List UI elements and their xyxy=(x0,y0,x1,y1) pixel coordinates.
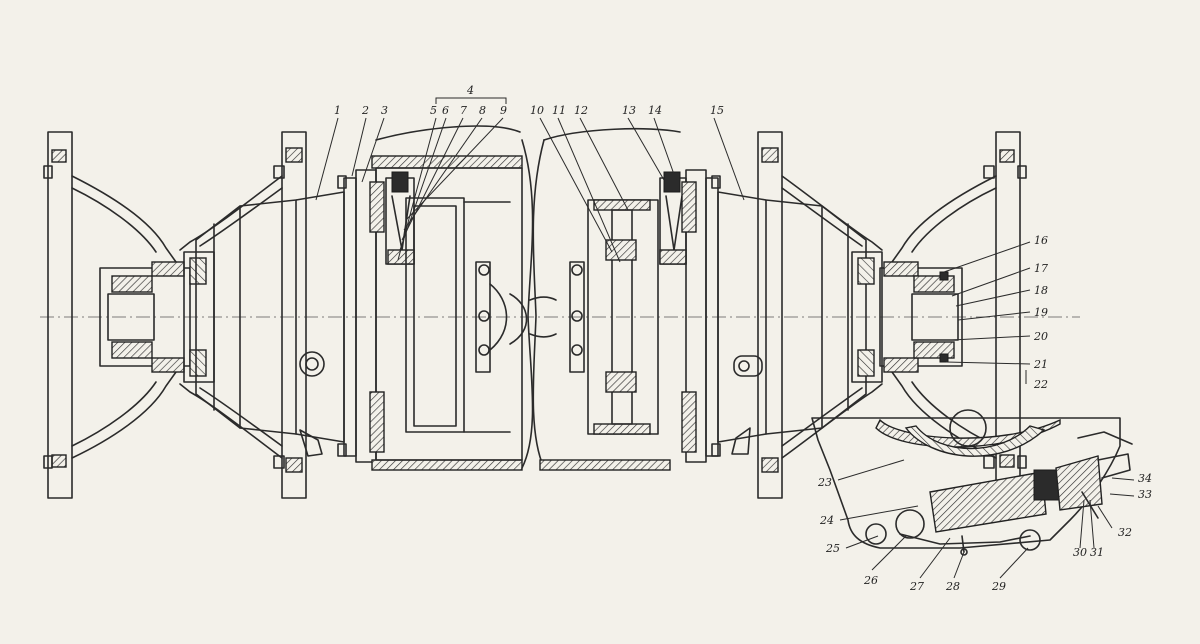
callout-31: 31 xyxy=(1090,546,1104,559)
callout-22: 22 xyxy=(1033,378,1048,391)
right-wheel-assembly xyxy=(757,131,1027,499)
callout-11: 11 xyxy=(552,104,566,117)
callout-23: 23 xyxy=(817,476,832,489)
callout-3: 3 xyxy=(381,104,388,117)
callout-12: 12 xyxy=(574,104,588,117)
callout-28: 28 xyxy=(945,580,960,593)
callout-18: 18 xyxy=(1034,284,1048,297)
callout-34: 34 xyxy=(1138,472,1152,485)
callout-9: 9 xyxy=(500,104,507,117)
callout-24: 24 xyxy=(819,514,834,527)
callout-13: 13 xyxy=(622,104,636,117)
callout-20: 20 xyxy=(1033,330,1048,343)
left-wheel-assembly xyxy=(43,131,307,499)
right-gear-housing xyxy=(539,127,721,471)
callout-4: 4 xyxy=(466,84,474,97)
callout-26: 26 xyxy=(863,574,878,587)
callout-labels: 1 2 3 4 5 6 7 8 9 10 11 12 13 14 15 16 1… xyxy=(334,84,1152,593)
callout-7: 7 xyxy=(460,104,467,117)
callout-29: 29 xyxy=(991,580,1006,593)
callout-6: 6 xyxy=(442,104,449,117)
right-motor-housing xyxy=(717,191,867,455)
callout-27: 27 xyxy=(909,580,924,593)
callout-14: 14 xyxy=(648,104,662,117)
callout-2: 2 xyxy=(361,104,369,117)
callout-1: 1 xyxy=(334,104,341,117)
left-motor-housing xyxy=(195,175,357,457)
callout-16: 16 xyxy=(1034,234,1048,247)
center-coupling xyxy=(521,139,557,469)
callout-15: 15 xyxy=(710,104,724,117)
leader-lines xyxy=(315,97,1135,579)
left-gear-housing xyxy=(355,125,528,471)
callout-10: 10 xyxy=(530,104,544,117)
callout-5: 5 xyxy=(430,104,437,117)
callout-32: 32 xyxy=(1118,526,1132,539)
callout-25: 25 xyxy=(825,542,840,555)
detail-view xyxy=(811,409,1133,556)
callout-30: 30 xyxy=(1073,546,1087,559)
callout-21: 21 xyxy=(1033,358,1048,371)
callout-19: 19 xyxy=(1034,306,1048,319)
callout-8: 8 xyxy=(479,104,486,117)
callout-17: 17 xyxy=(1034,262,1048,275)
callout-33: 33 xyxy=(1138,488,1152,501)
